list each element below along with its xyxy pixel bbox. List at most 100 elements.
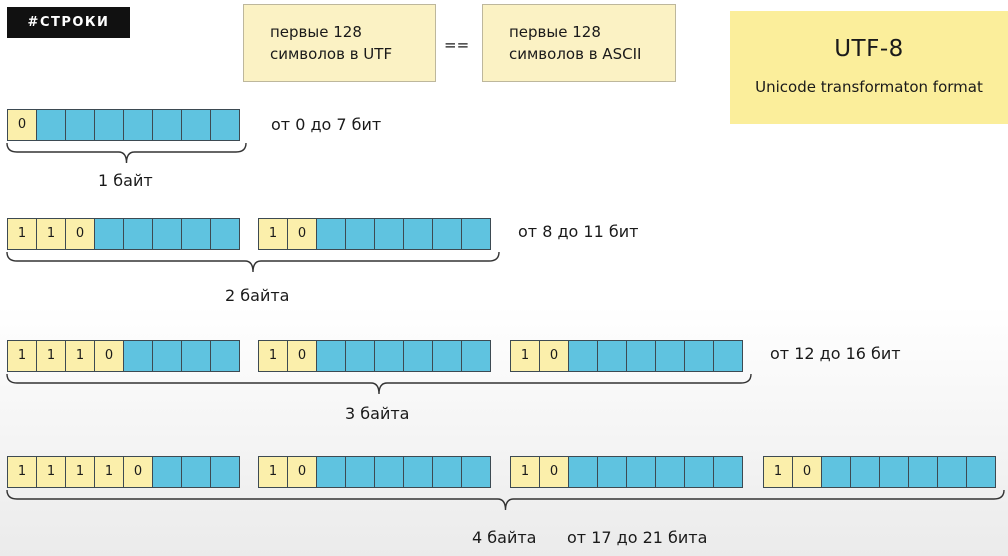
payload-bit <box>403 456 433 488</box>
payload-bit <box>626 456 656 488</box>
payload-bit <box>850 456 880 488</box>
payload-bit <box>123 218 153 250</box>
header-bit: 1 <box>36 456 66 488</box>
header-bit: 0 <box>94 340 124 372</box>
note-utf-line1: первые 128 <box>270 23 362 41</box>
header-bit: 0 <box>792 456 822 488</box>
payload-bit <box>626 340 656 372</box>
header-bit: 1 <box>36 218 66 250</box>
payload-bit <box>94 109 124 141</box>
payload-bit <box>316 340 346 372</box>
payload-bit <box>655 456 685 488</box>
payload-bit <box>210 109 240 141</box>
payload-bit <box>152 456 182 488</box>
equals-sign: == <box>444 36 470 54</box>
payload-bit <box>181 340 211 372</box>
brace-path <box>6 251 500 273</box>
payload-bit <box>568 340 598 372</box>
payload-bit <box>316 456 346 488</box>
payload-bit <box>713 456 743 488</box>
header-bit: 0 <box>7 109 37 141</box>
utf8-subtitle: Unicode transformaton format <box>755 78 983 96</box>
payload-bit <box>821 456 851 488</box>
payload-bit <box>374 456 404 488</box>
header-bit: 1 <box>7 218 37 250</box>
payload-bit <box>461 340 491 372</box>
header-bit: 0 <box>287 218 317 250</box>
header-bit: 1 <box>510 340 540 372</box>
payload-bit <box>461 218 491 250</box>
payload-bit <box>374 218 404 250</box>
header-bit: 1 <box>65 456 95 488</box>
byte-count-3: 3 байта <box>345 404 410 423</box>
header-bit: 1 <box>258 218 288 250</box>
payload-bit <box>345 218 375 250</box>
header-bit: 0 <box>539 340 569 372</box>
payload-bit <box>316 218 346 250</box>
bit-range-1: от 0 до 7 бит <box>271 115 382 134</box>
note-ascii-first-128: первые 128 символов в ASCII <box>482 4 676 82</box>
bit-range-3: от 12 до 16 бит <box>770 344 901 363</box>
bit-range-4: от 17 до 21 бита <box>567 528 708 547</box>
byte-1-1: 0 <box>7 109 240 141</box>
payload-bit <box>152 340 182 372</box>
note-ascii-line2: символов в ASCII <box>509 45 642 63</box>
note-ascii-line1: первые 128 <box>509 23 601 41</box>
payload-bit <box>210 456 240 488</box>
payload-bit <box>181 109 211 141</box>
header-bit: 1 <box>94 456 124 488</box>
payload-bit <box>152 109 182 141</box>
section-tag: #СТРОКИ <box>7 7 130 38</box>
brace-2 <box>6 251 500 273</box>
payload-bit <box>908 456 938 488</box>
payload-bit <box>374 340 404 372</box>
header-bit: 0 <box>123 456 153 488</box>
payload-bit <box>65 109 95 141</box>
payload-bit <box>597 456 627 488</box>
payload-bit <box>123 109 153 141</box>
payload-bit <box>597 340 627 372</box>
payload-bit <box>123 340 153 372</box>
header-bit: 0 <box>287 456 317 488</box>
payload-bit <box>210 218 240 250</box>
payload-bit <box>713 340 743 372</box>
payload-bit <box>36 109 66 141</box>
payload-bit <box>461 456 491 488</box>
utf8-title: UTF-8 <box>834 36 904 62</box>
header-bit: 0 <box>539 456 569 488</box>
header-bit: 1 <box>36 340 66 372</box>
header-bit: 1 <box>7 456 37 488</box>
payload-bit <box>403 218 433 250</box>
header-bit: 1 <box>763 456 793 488</box>
payload-bit <box>94 218 124 250</box>
byte-count-2: 2 байта <box>225 286 290 305</box>
payload-bit <box>684 456 714 488</box>
payload-bit <box>181 218 211 250</box>
payload-bit <box>345 456 375 488</box>
payload-bit <box>655 340 685 372</box>
header-bit: 0 <box>65 218 95 250</box>
header-bit: 1 <box>258 456 288 488</box>
payload-bit <box>568 456 598 488</box>
brace-path <box>6 142 247 164</box>
header-bit: 1 <box>510 456 540 488</box>
header-bit: 1 <box>65 340 95 372</box>
payload-bit <box>879 456 909 488</box>
payload-bit <box>403 340 433 372</box>
payload-bit <box>684 340 714 372</box>
brace-4 <box>6 489 1005 511</box>
payload-bit <box>937 456 967 488</box>
payload-bit <box>181 456 211 488</box>
bit-range-2: от 8 до 11 бит <box>518 222 639 241</box>
payload-bit <box>432 340 462 372</box>
payload-bit <box>432 218 462 250</box>
note-utf-first-128: первые 128 символов в UTF <box>243 4 436 82</box>
brace-path <box>6 373 752 395</box>
